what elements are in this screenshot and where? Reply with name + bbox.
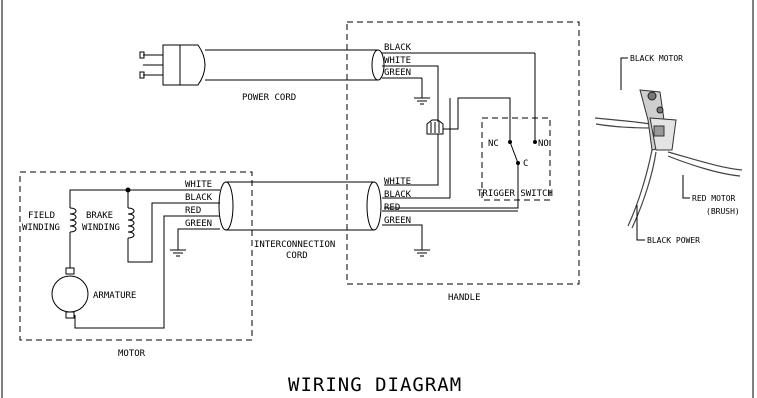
wire-label-black-motor: BLACK bbox=[185, 193, 213, 203]
wire-to-nc bbox=[443, 97, 511, 140]
trigger-switch-box bbox=[481, 117, 551, 201]
switch-contact bbox=[509, 141, 519, 164]
photo-label-black-power: BLACK POWER bbox=[647, 236, 700, 245]
switch-photo-illustration bbox=[594, 89, 743, 229]
wire-black-motor bbox=[127, 202, 220, 263]
handle-box bbox=[346, 21, 580, 285]
diagram-title: WIRING DIAGRAM bbox=[288, 374, 462, 396]
wire-green-motor bbox=[177, 228, 220, 250]
field-label-2: WINDING bbox=[22, 223, 60, 233]
power-cord bbox=[205, 49, 385, 81]
photo-label-brush: (BRUSH) bbox=[706, 207, 740, 216]
wire-label-green-handle: GREEN bbox=[384, 216, 411, 226]
armature-icon bbox=[51, 267, 89, 319]
photo-label-red-motor: RED MOTOR bbox=[692, 194, 736, 203]
switch-nc-label: NC bbox=[488, 139, 499, 149]
brake-label-2: WINDING bbox=[82, 223, 120, 233]
callout-black-power bbox=[636, 205, 645, 241]
wire-label-white-handle: WHITE bbox=[384, 177, 411, 187]
motor-box bbox=[19, 171, 253, 341]
wire-label-red-handle: RED bbox=[384, 203, 400, 213]
photo-label-black-motor: BLACK MOTOR bbox=[630, 54, 683, 63]
wire-white-interconnect-to-nut bbox=[384, 134, 439, 186]
wire-label-white-motor: WHITE bbox=[185, 180, 212, 190]
brake-winding-coil-icon bbox=[127, 207, 135, 239]
armature-label: ARMATURE bbox=[93, 291, 136, 301]
field-label-1: FIELD bbox=[28, 211, 55, 221]
ground-icon bbox=[414, 78, 430, 105]
wire-white-power-run bbox=[418, 65, 439, 122]
handle-label: HANDLE bbox=[448, 293, 481, 303]
power-plug bbox=[139, 44, 206, 86]
wire-white-motor bbox=[69, 189, 220, 208]
wire-label-black-power: BLACK bbox=[384, 43, 412, 53]
switch-no-terminal bbox=[533, 140, 537, 144]
wire-label-white-power: WHITE bbox=[384, 56, 411, 66]
ground-icon bbox=[414, 249, 430, 257]
trigger-switch-label: TRIGGER SWITCH bbox=[477, 189, 553, 199]
field-winding-coil-icon bbox=[69, 207, 77, 268]
wire-green-handle bbox=[382, 224, 423, 250]
wire-label-red-motor: RED bbox=[185, 206, 201, 216]
wire-label-black-handle: BLACK bbox=[384, 190, 412, 200]
wire-red-motor bbox=[74, 215, 220, 329]
ground-icon bbox=[170, 249, 186, 257]
wire-nut-icon bbox=[426, 119, 444, 135]
interconnection-cord bbox=[218, 181, 382, 231]
wire-label-green-power: GREEN bbox=[384, 68, 411, 78]
interconnection-label-1: INTERCONNECTION bbox=[254, 240, 335, 250]
switch-no-label: NO bbox=[538, 139, 549, 149]
brake-label-1: BRAKE bbox=[86, 211, 113, 221]
wire-c-to-black bbox=[384, 163, 519, 209]
motor-label: MOTOR bbox=[118, 349, 146, 359]
callout-red-motor bbox=[682, 175, 690, 199]
power-cord-label: POWER CORD bbox=[242, 93, 296, 103]
switch-c-label: C bbox=[523, 159, 528, 169]
interconnection-label-2: CORD bbox=[286, 251, 308, 261]
wire-label-green-motor: GREEN bbox=[185, 219, 212, 229]
callout-black-motor bbox=[620, 57, 628, 90]
